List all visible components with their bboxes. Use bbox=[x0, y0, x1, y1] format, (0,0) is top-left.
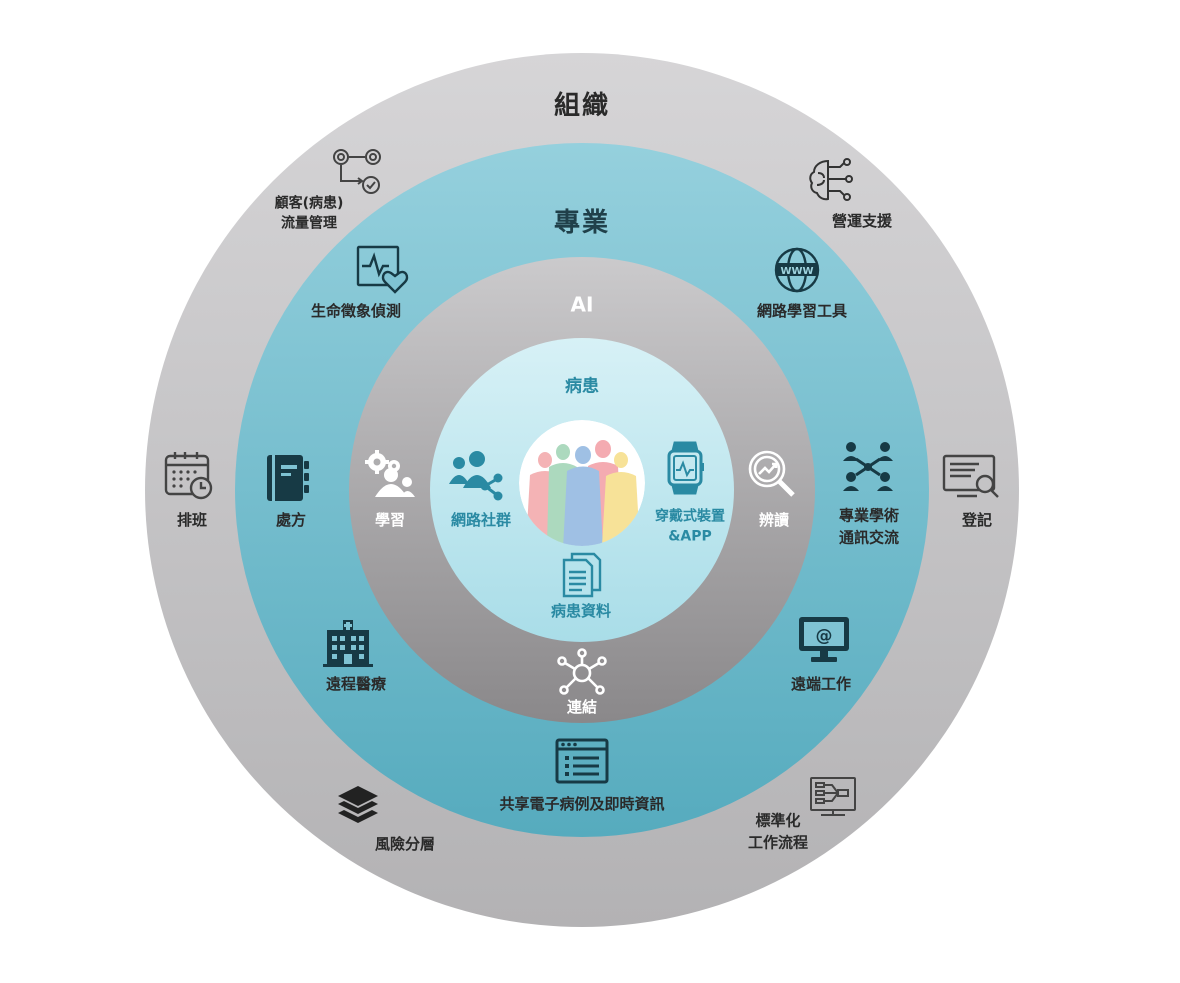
heart-monitor-icon bbox=[355, 244, 411, 296]
people-network-icon bbox=[842, 441, 894, 493]
label-prescription: 處方 bbox=[275, 511, 307, 530]
label-telemedicine: 遠程醫療 bbox=[325, 675, 387, 694]
label-risk: 風險分層 bbox=[374, 835, 436, 854]
label-patient-flow: 顧客(病患) 流量管理 bbox=[274, 195, 344, 232]
brain-circuit-icon bbox=[808, 157, 856, 203]
label-learning: 學習 bbox=[374, 511, 406, 530]
label-scheduling: 排班 bbox=[176, 511, 208, 530]
browser-list-icon bbox=[554, 737, 610, 785]
layers-icon bbox=[335, 783, 381, 829]
label-shared-records: 共享電子病例及即時資訊 bbox=[499, 795, 665, 814]
monitor-search-icon bbox=[941, 453, 1003, 503]
people-share-icon bbox=[447, 450, 505, 502]
documents-icon bbox=[560, 552, 602, 598]
label-remote-work: 遠端工作 bbox=[790, 675, 852, 694]
gears-workflow-icon bbox=[329, 147, 385, 197]
svg-text:@: @ bbox=[816, 626, 833, 646]
label-wearable: 穿戴式裝置 &APP bbox=[655, 508, 725, 545]
label-elearning: 網路學習工具 bbox=[756, 302, 848, 321]
label-operations: 營運支援 bbox=[831, 212, 893, 231]
label-patient-records: 病患資料 bbox=[550, 602, 612, 621]
gear-person-icon bbox=[361, 449, 417, 499]
magnifier-chart-icon bbox=[746, 448, 798, 500]
ring-title-patient: 病患 bbox=[565, 376, 599, 397]
www-globe-icon: WWW bbox=[772, 245, 822, 295]
label-connect: 連結 bbox=[566, 698, 598, 717]
smartwatch-icon bbox=[665, 441, 705, 495]
label-social: 網路社群 bbox=[450, 511, 512, 530]
label-vitals: 生命徵象偵測 bbox=[310, 302, 402, 321]
notebook-icon bbox=[263, 453, 311, 503]
ring-title-professional: 專業 bbox=[553, 208, 611, 239]
hub-icon bbox=[556, 648, 608, 698]
svg-text:WWW: WWW bbox=[780, 266, 813, 277]
ring-title-organization: 組織 bbox=[553, 91, 611, 122]
label-standardize: 標準化 工作流程 bbox=[747, 811, 809, 851]
label-interpret: 辨讀 bbox=[758, 511, 790, 530]
at-monitor-icon: @ bbox=[797, 615, 851, 665]
flow-monitor-icon bbox=[807, 775, 859, 823]
ring-title-ai: AI bbox=[570, 292, 594, 317]
calendar-clock-icon bbox=[163, 450, 215, 502]
label-academic: 專業學術 通訊交流 bbox=[838, 506, 900, 546]
hospital-icon bbox=[321, 618, 375, 668]
label-registration: 登記 bbox=[961, 511, 993, 530]
